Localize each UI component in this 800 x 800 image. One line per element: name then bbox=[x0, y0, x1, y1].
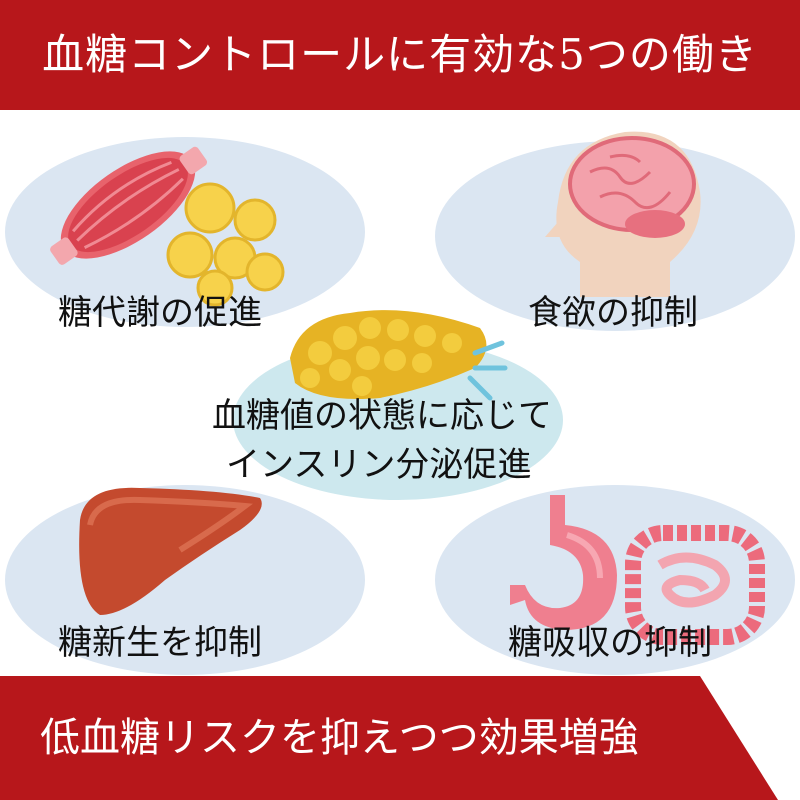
stomach-icon bbox=[510, 495, 617, 630]
label-insulin-line2: インスリン分泌促進 bbox=[226, 445, 532, 485]
page-title: 血糖コントロールに有効な5つの働き bbox=[42, 30, 758, 79]
brain-head-icon bbox=[545, 131, 701, 297]
label-gluconeogenesis: 糖新生を抑制 bbox=[58, 623, 262, 663]
label-appetite-suppression: 食欲の抑制 bbox=[528, 293, 698, 333]
fat-cells-icon bbox=[166, 182, 285, 307]
intestine-icon bbox=[625, 525, 765, 645]
bottom-banner: 低血糖リスクを抑えつつ効果増強 bbox=[0, 676, 800, 800]
top-banner: 血糖コントロールに有効な5つの働き bbox=[0, 0, 800, 110]
label-insulin-line1: 血糖値の状態に応じて bbox=[212, 396, 552, 436]
muscle-icon bbox=[50, 146, 208, 265]
liver-icon bbox=[79, 487, 262, 615]
bottom-banner-text: 低血糖リスクを抑えつつ効果増強 bbox=[40, 715, 639, 761]
label-sugar-absorption: 糖吸収の抑制 bbox=[508, 623, 712, 663]
pancreas-icon bbox=[290, 310, 508, 401]
label-glucose-metabolism: 糖代謝の促進 bbox=[58, 293, 262, 333]
bottom-banner-shape bbox=[0, 676, 778, 800]
